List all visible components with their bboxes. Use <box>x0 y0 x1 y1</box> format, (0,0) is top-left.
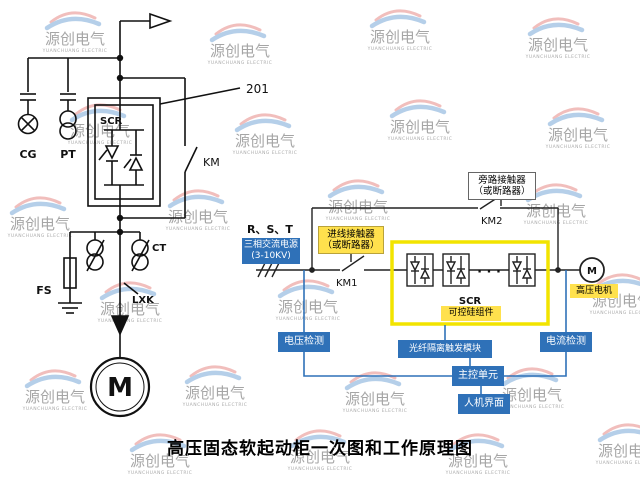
module-ellipsis: · · · <box>477 265 501 280</box>
hv-motor-label: 高压电机 <box>570 284 618 298</box>
incoming-contactor-line2: （或断路器） <box>322 240 380 251</box>
pt-label: PT <box>60 148 76 161</box>
one-line-schematic <box>17 12 241 418</box>
diagram-caption: 高压固态软起动柜一次图和工作原理图 <box>167 439 473 459</box>
fs-label: FS <box>36 284 52 297</box>
fiber-trigger-text: 光纤隔离触发模块 <box>408 343 481 354</box>
scr-module <box>442 253 470 287</box>
fs-fuse-symbol <box>58 232 82 314</box>
scr-module <box>508 253 536 287</box>
power-source-line2: (3-10KV) <box>251 251 291 261</box>
scr-box-label: SCR <box>100 116 123 127</box>
incoming-contactor-line1: 进线接触器 <box>327 228 375 240</box>
hmi-box: 人机界面 <box>458 394 510 414</box>
motor-symbol <box>89 232 151 418</box>
voltage-detect-text: 电压检测 <box>284 336 324 347</box>
scr-assembly-title: SCR <box>459 296 482 307</box>
km2-label: KM2 <box>481 216 503 227</box>
fiber-trigger-box: 光纤隔离触发模块 <box>398 340 492 358</box>
hv-motor-text: 高压电机 <box>575 285 612 296</box>
control-signal-lines <box>303 270 567 394</box>
hv-motor-symbol <box>579 257 605 283</box>
pt-transformer-symbol <box>59 58 77 140</box>
scr-module <box>406 253 434 287</box>
hmi-text: 人机界面 <box>464 398 504 409</box>
ct-symbols <box>70 228 150 272</box>
current-detect-text: 电流检测 <box>546 336 586 347</box>
phases-label: R、S、T <box>247 223 293 236</box>
incoming-contactor-label: 进线接触器 （或断路器） <box>318 226 384 254</box>
power-source-label: 三相交流电源 (3-10KV) <box>242 238 300 264</box>
voltage-detect-box: 电压检测 <box>278 332 330 352</box>
lxk-pointer <box>123 282 139 295</box>
main-control-text: 主控单元 <box>458 370 498 381</box>
main-control-box: 主控单元 <box>452 366 504 386</box>
current-detect-box: 电流检测 <box>540 332 592 352</box>
bypass-contactor-line1: 旁路接触器 <box>478 174 526 186</box>
hv-motor-letter: M <box>587 266 597 277</box>
km-bypass-switch-symbol <box>116 74 198 222</box>
motor-letter: M <box>107 373 133 403</box>
scr-assembly-frame <box>390 240 550 326</box>
km-label: KM <box>203 156 220 169</box>
ct-label: CT <box>152 243 166 254</box>
bypass-contactor-line2: （或断路器） <box>473 186 531 197</box>
callout-201-line <box>159 87 241 105</box>
cg-lamp-symbol <box>17 58 39 135</box>
km1-label: KM1 <box>336 278 358 289</box>
scr-assembly-text: 可控硅组件 <box>448 308 494 319</box>
scr-assembly-label: 可控硅组件 <box>441 306 501 321</box>
cg-label: CG <box>19 148 36 161</box>
lxk-label: LXK <box>132 295 155 306</box>
bypass-contactor-label: 旁路接触器 （或断路器） <box>468 172 536 200</box>
km1-switch-symbol <box>341 255 365 272</box>
block-diagram-lines <box>256 195 605 326</box>
ref-201-label: 201 <box>246 82 269 96</box>
incoming-arrow-icon <box>149 12 173 30</box>
power-source-line1: 三相交流电源 <box>243 240 298 251</box>
scr-stack-box <box>87 97 161 207</box>
